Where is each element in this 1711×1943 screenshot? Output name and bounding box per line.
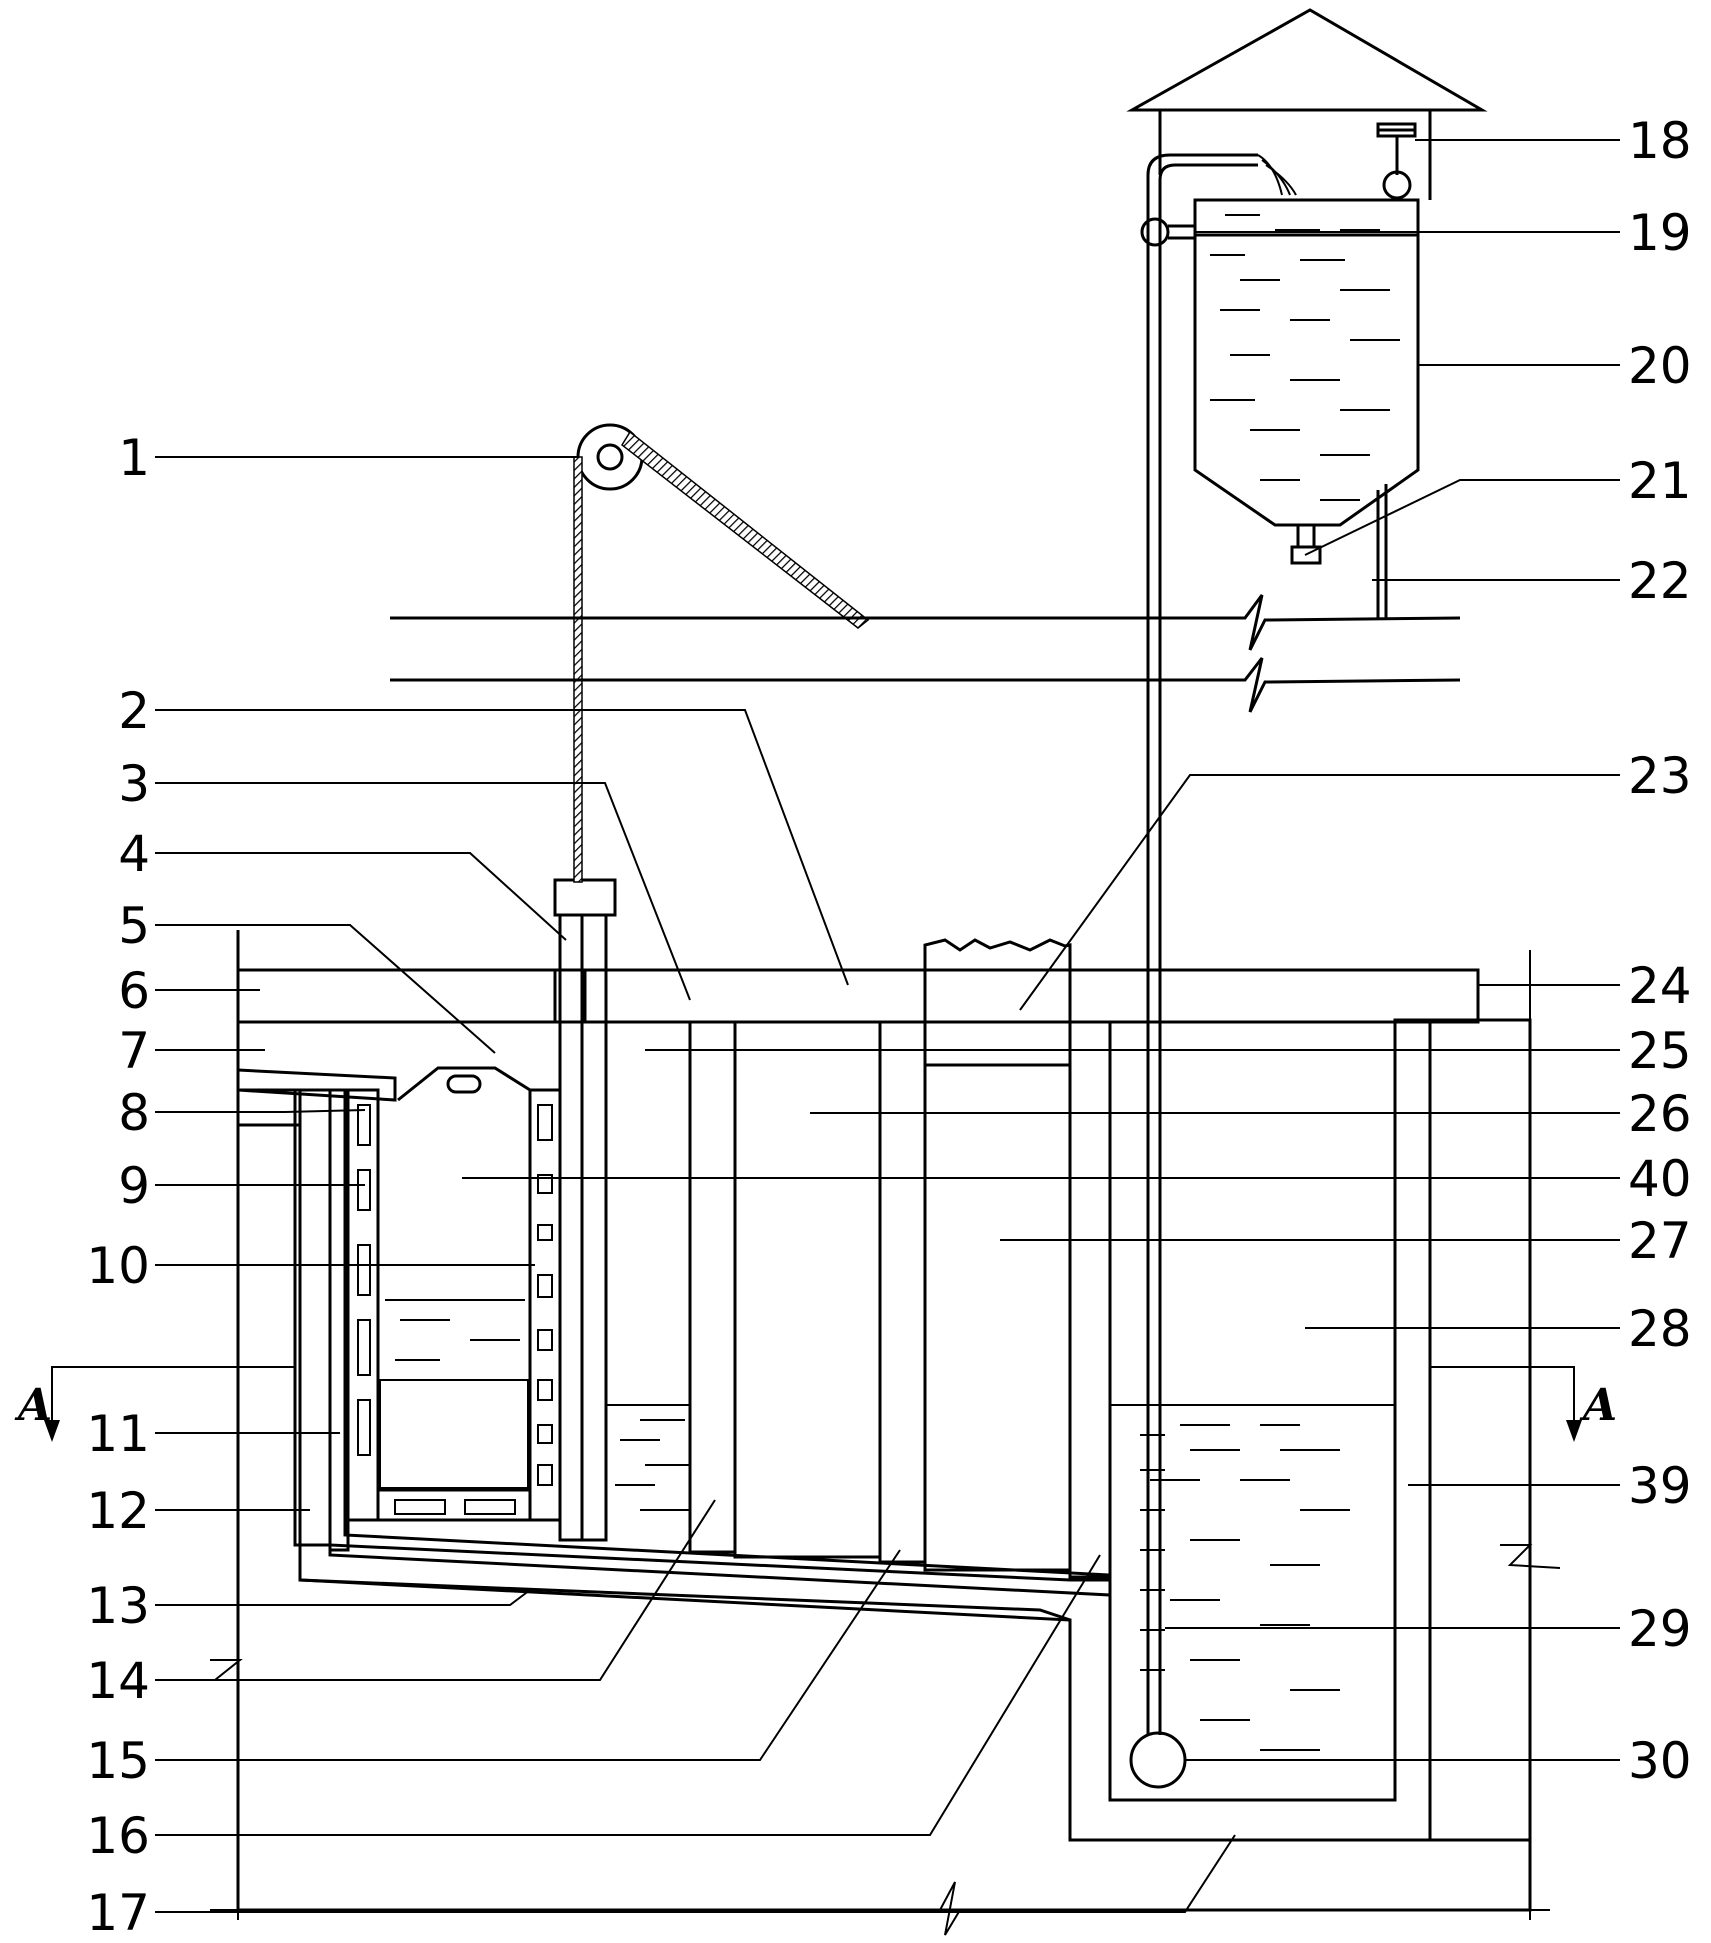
section-mark-right: A [1430,1366,1617,1442]
label-16: 16 [86,1807,150,1865]
label-17: 17 [86,1884,150,1938]
label-15: 15 [86,1732,150,1790]
label-5: 5 [118,897,150,955]
label-27: 27 [1628,1212,1692,1270]
soil-right [1428,1018,1532,1842]
label-4: 4 [118,825,150,883]
cap-opening [553,968,587,1024]
fine-sand-column [923,1063,1072,1572]
label-23: 23 [1628,747,1692,805]
leader-lines [155,139,1620,1913]
label-9: 9 [118,1157,150,1215]
submersible-pump [1129,1731,1187,1789]
label-22: 22 [1628,552,1692,610]
concrete-cover-slab [236,968,1480,1024]
right-labels: 18 19 20 21 22 23 24 25 26 40 27 28 39 2… [1628,112,1692,1790]
label-19: 19 [1628,204,1692,262]
label-39: 39 [1628,1457,1692,1515]
label-20: 20 [1628,337,1692,395]
hoist-rope-diagonal [621,430,870,629]
label-29: 29 [1628,1600,1692,1658]
riser-ticks [1140,1434,1165,1671]
label-8: 8 [118,1084,150,1142]
label-28: 28 [1628,1300,1692,1358]
section-mark-left: A [14,1366,295,1442]
label-40: 40 [1628,1150,1692,1208]
label-26: 26 [1628,1085,1692,1143]
gravel-layer-right [1068,1020,1112,1579]
elevated-tank [1126,8,1488,618]
chamber-lid [236,1068,397,1102]
removable-plug [923,938,1072,1067]
label-3: 3 [118,755,150,813]
section-label-left: A [14,1380,52,1431]
gravel-layer-middle [878,1020,927,1564]
section-label-right: A [1579,1380,1617,1431]
concrete-lining [240,1018,1432,1842]
sand-filter-column [733,1020,882,1559]
break-lines [210,594,1561,1936]
clamp-block [553,878,617,917]
label-13: 13 [86,1577,150,1635]
left-labels: 1 2 3 4 5 6 7 8 9 10 11 12 13 14 15 16 1… [86,429,150,1942]
label-7: 7 [118,1022,150,1080]
label-12: 12 [86,1482,150,1540]
label-1: 1 [118,429,150,487]
label-24: 24 [1628,957,1692,1015]
collection-tank [1110,1404,1395,1751]
label-25: 25 [1628,1022,1692,1080]
compost-bin [346,1066,562,1522]
label-18: 18 [1628,112,1692,170]
label-10: 10 [86,1237,150,1295]
label-6: 6 [118,962,150,1020]
label-2: 2 [118,682,150,740]
water-left [606,1404,690,1511]
gravel-layer-left [688,1020,737,1554]
label-14: 14 [86,1652,150,1710]
label-11: 11 [86,1405,150,1463]
label-21: 21 [1628,452,1692,510]
pulley-axle [596,443,624,471]
soil [236,930,1532,1912]
hoist-rope [573,456,583,883]
label-30: 30 [1628,1732,1692,1790]
guide-column [558,913,584,1542]
